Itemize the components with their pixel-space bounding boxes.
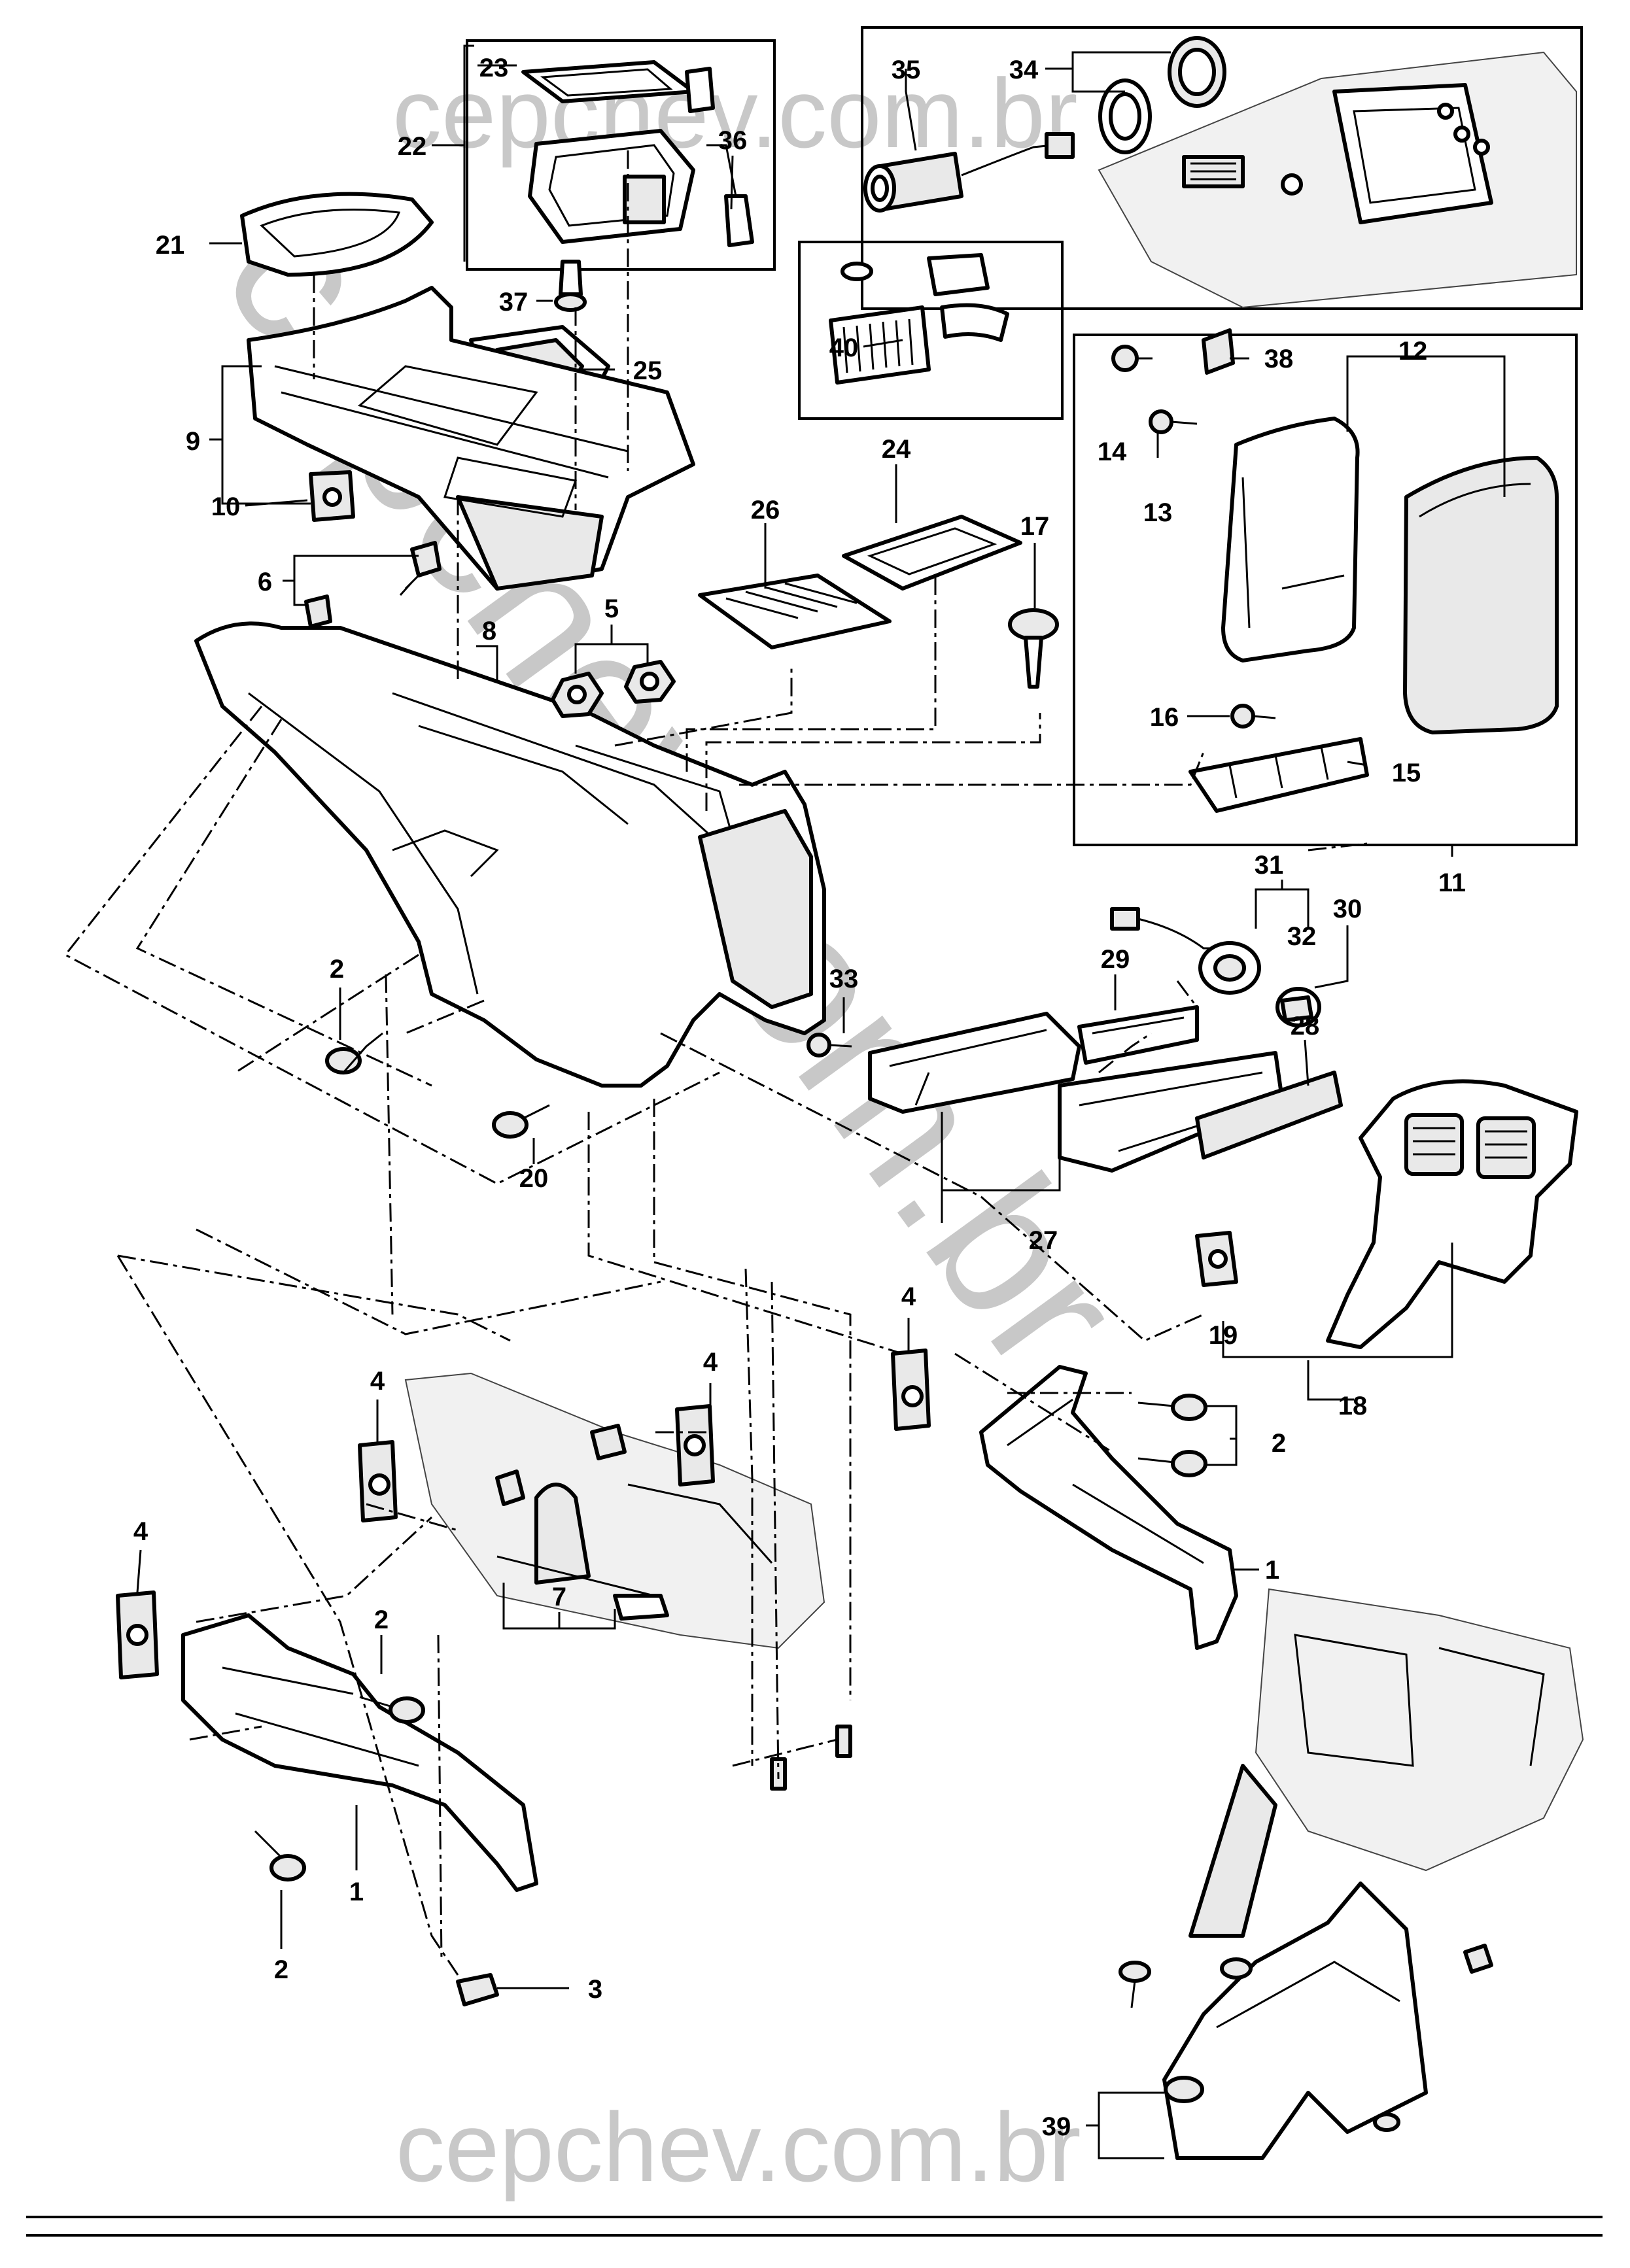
callout-1-right: 1 [1265,1556,1279,1585]
bolt-37-part [554,260,587,312]
callout-21: 21 [156,231,185,260]
callout-31: 31 [1255,851,1284,880]
callout-2-console-left: 2 [330,955,344,984]
callout-17: 17 [1020,512,1050,541]
nuts-5-part [551,660,676,718]
callout-14: 14 [1098,438,1127,466]
clip-4-right-part [891,1349,931,1431]
dashboard-install-scene [1118,1588,1584,2160]
inset-box-lighter [861,26,1583,310]
lighter-housing-part [1098,36,1226,154]
callout-2-right: 2 [1272,1429,1286,1458]
callout-2-center: 2 [374,1606,389,1634]
screws-6-part [301,541,442,642]
callout-37: 37 [499,288,529,317]
watermark-bottom: cepchev.com.br [396,2092,1081,2202]
leader-lines [136,44,1506,2159]
screw-17-part [1008,608,1059,689]
callout-40: 40 [829,334,859,362]
callout-13: 13 [1143,498,1173,527]
inset-box-armrest [1073,334,1578,846]
mat-26-part [698,574,892,649]
callout-19: 19 [1209,1321,1238,1350]
callout-4-center-left: 4 [370,1367,385,1396]
ashtray-27-part [868,1012,1284,1173]
callout-33: 33 [829,965,859,993]
callout-2-bottom-left: 2 [274,1955,288,1984]
callout-4-left: 4 [133,1517,148,1546]
screws-2-left-part [254,1032,550,1881]
callout-20: 20 [519,1164,549,1193]
callout-1-left: 1 [349,1878,364,1906]
side-panel-right-part [979,1365,1238,1650]
callout-15: 15 [1392,759,1421,787]
callout-32: 32 [1287,922,1317,951]
main-console-body-part [194,621,826,1088]
vent-bezel-part [1326,1079,1578,1349]
upper-console-part [247,286,695,591]
callout-7: 7 [552,1583,566,1611]
callout-23: 23 [479,54,509,82]
callout-3: 3 [588,1975,602,2004]
side-panel-left-part [181,1613,538,1892]
screws-2-right-part [1137,1394,1207,1477]
inset-box-lamp [798,241,1064,420]
callout-6: 6 [258,568,272,596]
callout-29: 29 [1101,945,1130,974]
studs-part [770,1725,852,1791]
callout-30: 30 [1333,895,1362,923]
armrest-fasteners-part [1111,328,1276,729]
callout-16: 16 [1150,703,1179,732]
callout-labels: 1 1 2 2 2 2 3 4 4 4 4 5 6 7 8 9 10 11 12… [133,54,1466,2141]
callout-10: 10 [211,492,241,521]
callout-18: 18 [1338,1392,1368,1420]
clips-4-center-part [358,1404,715,1522]
callout-39: 39 [1042,2112,1071,2141]
callout-34: 34 [1009,56,1039,84]
switch-harness-31-part [1110,907,1321,1027]
callout-27: 27 [1029,1226,1058,1255]
callout-38: 38 [1264,345,1294,373]
tray-24-part [842,515,1022,591]
clip-3-part [456,1973,499,2006]
assembly-lines [63,150,1368,1976]
ashtray-tray-29-part [1077,1005,1199,1065]
storage-tray-assembly [521,60,754,247]
floor-shifter-scene [404,1372,825,1649]
callout-35: 35 [892,56,921,84]
callout-4-center-right: 4 [703,1348,718,1377]
callout-26: 26 [751,496,780,524]
callout-9: 9 [186,427,200,456]
clip-10-part [309,470,355,522]
trim-strip-28-part [1195,1071,1343,1160]
callout-25: 25 [633,356,663,385]
clip-19-part [1195,1231,1238,1287]
callout-12: 12 [1398,337,1428,366]
lighter-scene [1098,51,1577,309]
armrest-hinge-part [1188,737,1369,813]
cigar-lighter-part [863,132,1075,213]
callout-4-right: 4 [901,1282,916,1311]
callout-36: 36 [718,126,748,155]
armrest-lid-part [1221,417,1559,734]
clip-4-left-part [116,1590,159,1679]
callout-5: 5 [604,594,619,623]
inset-box-storage [466,39,776,271]
callout-11: 11 [1438,868,1466,897]
callout-8: 8 [482,617,496,645]
callout-28: 28 [1291,1012,1320,1040]
cup-holder-ring-part [240,192,434,277]
watermark-top: cepchev.com.br [392,58,1078,168]
callout-22: 22 [398,132,427,161]
lamp-socket-part [829,253,1009,385]
screw-33-part [806,1033,852,1057]
callout-24: 24 [882,435,911,464]
